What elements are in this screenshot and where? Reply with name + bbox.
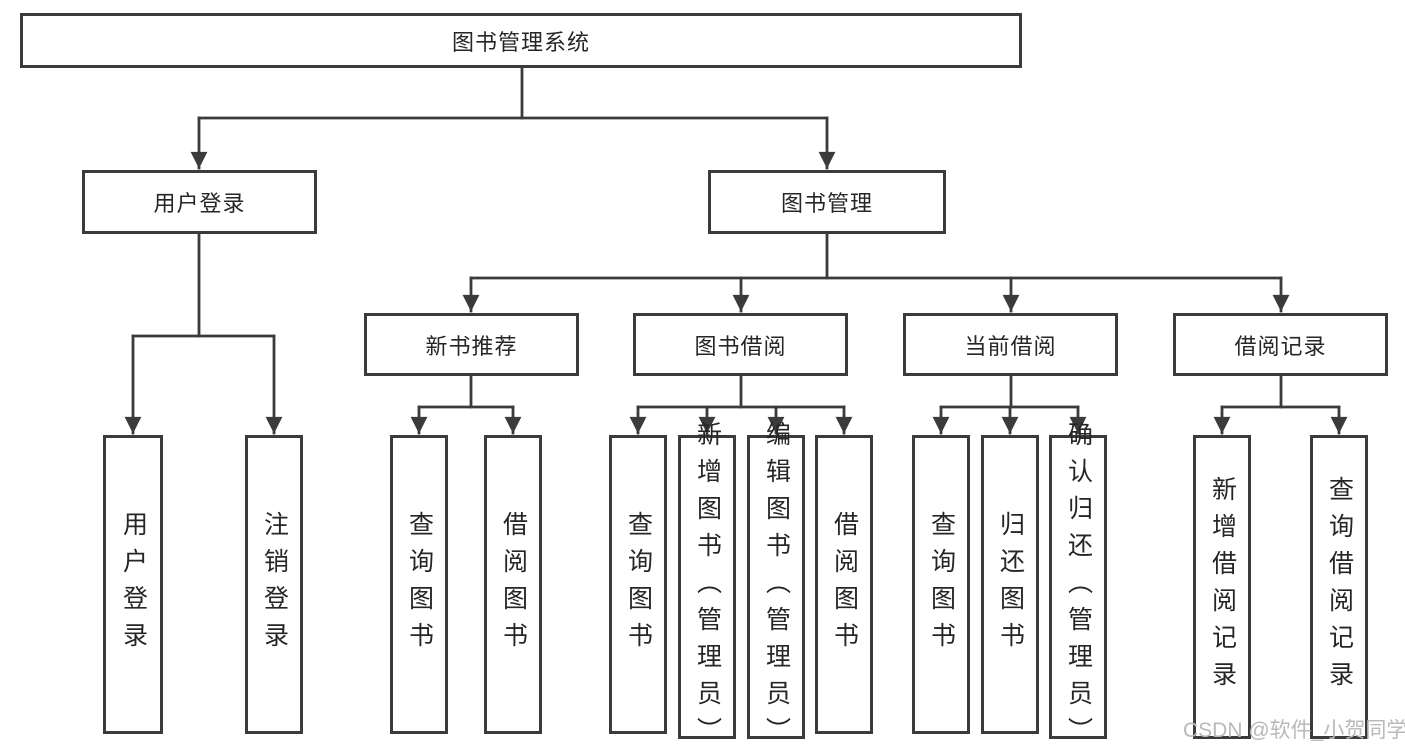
section-node-new-book-recommend: 新书推荐: [364, 313, 579, 376]
leaf-node-edit-books-admin: 编辑图书（管理员）: [747, 421, 805, 747]
leaf-node-add-borrow-record: 新增借阅记录: [1193, 435, 1251, 739]
leaf-node-label: 新增借阅记录: [1208, 476, 1237, 698]
leaf-node-borrow-books: 借阅图书: [815, 435, 873, 734]
leaf-node-query-books: 查询图书: [390, 435, 448, 734]
leaf-node-label: 注销登录: [260, 510, 289, 659]
section-node-label: 图书借阅: [694, 333, 787, 359]
root-node-library-system: 图书管理系统: [20, 13, 1022, 68]
leaf-node-label: 借阅图书: [830, 510, 859, 659]
leaf-node-label: 归还图书: [996, 510, 1025, 659]
section-node-borrow-records: 借阅记录: [1173, 313, 1388, 376]
leaf-node-borrow-books: 借阅图书: [484, 435, 542, 734]
root-node-label: 图书管理系统: [451, 29, 590, 55]
leaf-node-label: 新增图书（管理员）: [693, 420, 722, 747]
section-node-label: 借阅记录: [1234, 333, 1327, 359]
section-node-current-borrow: 当前借阅: [903, 313, 1118, 376]
csdn-watermark: CSDN @软件_小贺同学: [1183, 719, 1405, 742]
leaf-node-label: 确认归还（管理员）: [1064, 420, 1093, 747]
leaf-node-query-books: 查询图书: [609, 435, 667, 734]
leaf-node-return-books: 归还图书: [981, 435, 1039, 734]
section-node-book-borrow: 图书借阅: [633, 313, 848, 376]
section-node-label: 当前借阅: [964, 333, 1057, 359]
branch-node-label: 图书管理: [780, 191, 873, 216]
section-node-label: 新书推荐: [425, 333, 518, 359]
leaf-node-query-books: 查询图书: [912, 435, 970, 734]
leaf-node-confirm-return-admin: 确认归还（管理员）: [1049, 421, 1107, 747]
leaf-node-label: 查询图书: [405, 510, 434, 659]
leaf-node-label: 借阅图书: [499, 510, 528, 659]
branch-node-book-management: 图书管理: [708, 170, 946, 234]
leaf-node-logout: 注销登录: [245, 435, 303, 734]
leaf-node-user-login: 用户登录: [103, 435, 163, 734]
branch-node-label: 用户登录: [153, 191, 246, 216]
leaf-node-label: 查询借阅记录: [1325, 476, 1354, 698]
leaf-node-add-books-admin: 新增图书（管理员）: [678, 421, 736, 747]
leaf-node-query-borrow-record: 查询借阅记录: [1310, 435, 1368, 739]
branch-node-user-login: 用户登录: [82, 170, 317, 234]
leaf-node-label: 编辑图书（管理员）: [762, 420, 791, 747]
leaf-node-label: 用户登录: [119, 510, 148, 659]
leaf-node-label: 查询图书: [927, 510, 956, 659]
leaf-node-label: 查询图书: [624, 510, 653, 659]
